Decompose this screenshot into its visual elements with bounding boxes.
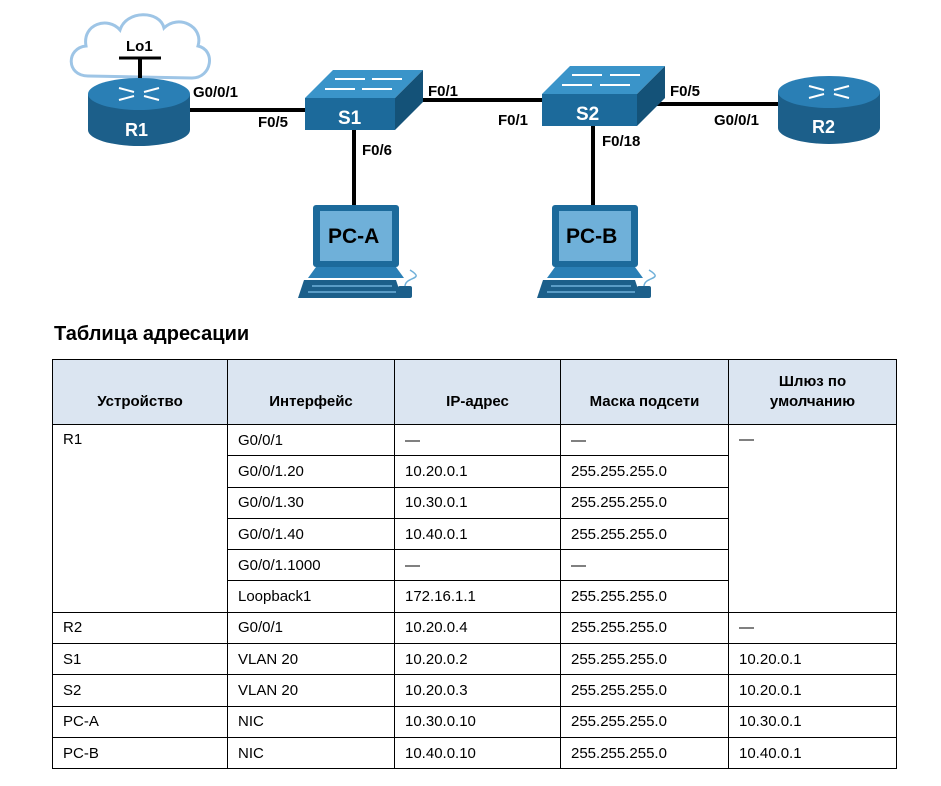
cell-device: R1 — [52, 424, 228, 613]
header-device: Устройство — [52, 359, 228, 425]
table-row: PC-A NIC 10.30.0.10 255.255.255.0 10.30.… — [52, 705, 897, 738]
cell-mask: 255.255.255.0 — [560, 580, 729, 613]
cell-mask: 255.255.255.0 — [560, 674, 729, 707]
table-row: G0/0/1.20 10.20.0.1 255.255.255.0 — [53, 455, 897, 488]
table-row: G0/0/1.30 10.30.0.1 255.255.255.0 — [53, 486, 897, 519]
topology-diagram: Lo1 R1 R2 S1 — [69, 13, 880, 298]
pc-b-icon — [537, 205, 656, 298]
s2-label: S2 — [576, 104, 599, 125]
cell-interface: NIC — [227, 705, 395, 738]
table-row: G0/0/1.1000 — — — [53, 549, 897, 582]
r2-label: R2 — [812, 117, 835, 137]
cell-ip: — — [394, 549, 561, 582]
table-row: S2 VLAN 20 10.20.0.3 255.255.255.0 10.20… — [52, 674, 897, 707]
cell-gateway: — — [728, 424, 897, 613]
cell-interface: G0/0/1.30 — [227, 486, 395, 519]
cell-interface: Loopback1 — [227, 580, 395, 613]
cell-ip: — — [394, 423, 561, 457]
port-label-s2-f05: F0/5 — [670, 83, 700, 100]
cell-ip: 172.16.1.1 — [394, 580, 561, 613]
cloud-icon — [69, 13, 211, 80]
cell-device: PC-B — [52, 736, 228, 770]
cell-interface: NIC — [227, 736, 395, 770]
header-ip: IP-адрес — [394, 359, 561, 425]
cell-mask: — — [560, 423, 729, 457]
cell-interface: G0/0/1 — [227, 423, 395, 457]
cell-mask: — — [560, 549, 729, 582]
cell-mask: 255.255.255.0 — [560, 517, 729, 551]
cell-mask: 255.255.255.0 — [560, 736, 729, 770]
port-label-s2-f01: F0/1 — [498, 112, 528, 129]
table-row: PC-B NIC 10.40.0.10 255.255.255.0 10.40.… — [52, 736, 897, 770]
pc-b-label: PC-B — [566, 225, 617, 248]
header-mask: Маска подсети — [560, 359, 729, 425]
cell-ip: 10.20.0.2 — [394, 643, 561, 676]
cell-mask: 255.255.255.0 — [560, 705, 729, 738]
cell-mask: 255.255.255.0 — [560, 611, 729, 645]
cell-gateway: — — [728, 611, 897, 645]
addressing-table: Устройство Интерфейс IP-адрес Маска подс… — [52, 359, 897, 770]
cell-gateway: 10.20.0.1 — [728, 674, 897, 707]
cell-mask: 255.255.255.0 — [560, 455, 729, 488]
switch-s1-icon — [305, 70, 423, 130]
table-row: S1 VLAN 20 10.20.0.2 255.255.255.0 10.20… — [52, 643, 897, 676]
cell-interface: G0/0/1 — [227, 611, 395, 645]
cell-interface: VLAN 20 — [227, 674, 395, 707]
table-caption: Таблица адресации — [54, 323, 250, 345]
cell-ip: 10.40.0.10 — [394, 736, 561, 770]
cell-interface: G0/0/1.40 — [227, 517, 395, 551]
cell-interface: G0/0/1.1000 — [227, 549, 395, 582]
cell-mask: 255.255.255.0 — [560, 486, 729, 519]
s1-label: S1 — [338, 108, 362, 129]
table-header-row: Устройство Интерфейс IP-адрес Маска подс… — [52, 359, 897, 425]
cell-interface: VLAN 20 — [227, 643, 395, 676]
port-label-s1-f05: F0/5 — [258, 114, 288, 131]
cell-device: R2 — [52, 611, 228, 645]
pc-a-label: PC-A — [328, 225, 379, 248]
cell-interface: G0/0/1.20 — [227, 455, 395, 488]
cell-gateway: 10.40.0.1 — [728, 736, 897, 770]
router-r2-icon — [778, 76, 880, 144]
cell-mask: 255.255.255.0 — [560, 643, 729, 676]
cell-ip: 10.30.0.10 — [394, 705, 561, 738]
cell-ip: 10.20.0.1 — [394, 455, 561, 488]
cell-ip: 10.30.0.1 — [394, 486, 561, 519]
cell-device: PC-A — [52, 705, 228, 738]
cell-device: S2 — [52, 674, 228, 707]
table-row: Loopback1 172.16.1.1 255.255.255.0 — [53, 580, 897, 613]
port-label-s1-f01: F0/1 — [428, 83, 458, 100]
table-row: R2 G0/0/1 10.20.0.4 255.255.255.0 — — [52, 611, 897, 645]
cell-gateway: 10.30.0.1 — [728, 705, 897, 738]
port-label-r2-g001: G0/0/1 — [714, 112, 759, 129]
r1-label: R1 — [125, 120, 148, 140]
port-label-s1-f06: F0/6 — [362, 142, 392, 159]
header-gateway: Шлюз по умолчанию — [728, 359, 897, 425]
pc-a-icon — [298, 205, 417, 298]
cell-gateway: 10.20.0.1 — [728, 643, 897, 676]
table-row: R1 G0/0/1 — — — — [52, 423, 897, 613]
header-interface: Интерфейс — [227, 359, 395, 425]
switch-s2-icon — [542, 66, 665, 126]
cell-ip: 10.40.0.1 — [394, 517, 561, 551]
router-r1-icon — [88, 78, 190, 146]
cell-ip: 10.20.0.3 — [394, 674, 561, 707]
port-label-s2-f018: F0/18 — [602, 133, 640, 150]
cell-device: S1 — [52, 643, 228, 676]
port-label-r1-g001: G0/0/1 — [193, 84, 238, 101]
cell-ip: 10.20.0.4 — [394, 611, 561, 645]
lo1-label: Lo1 — [126, 38, 153, 55]
